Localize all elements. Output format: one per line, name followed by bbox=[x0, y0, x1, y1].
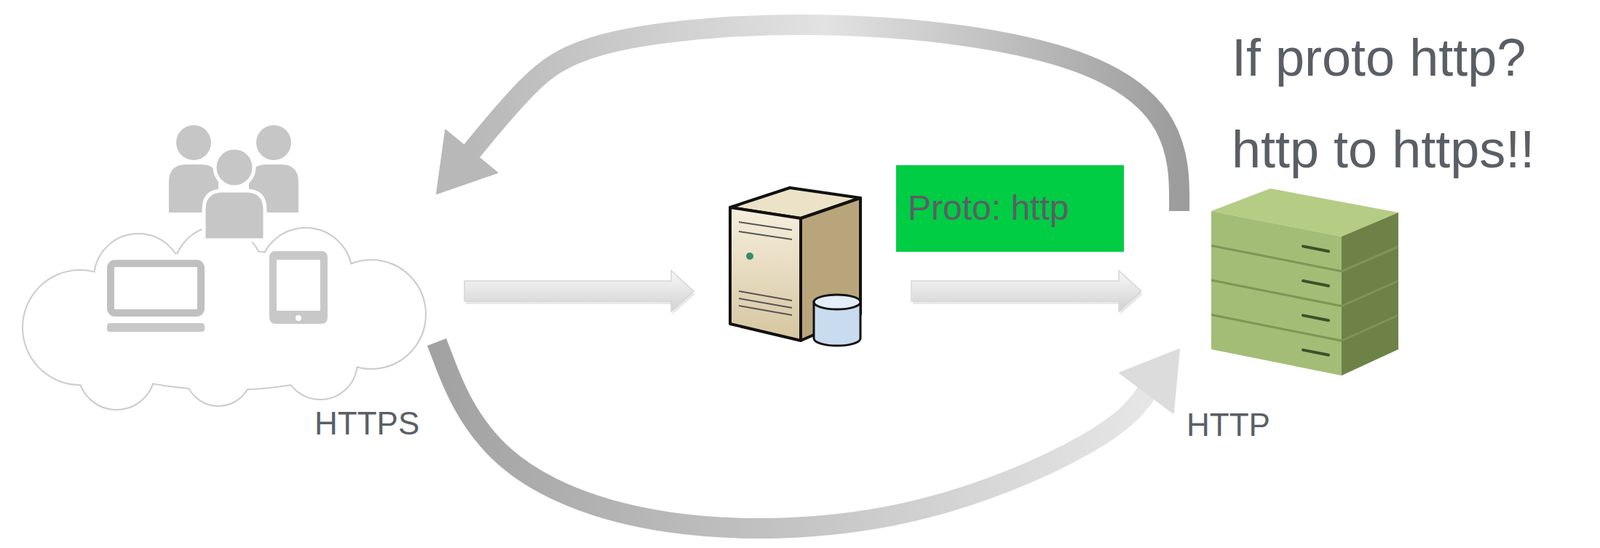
server-node: HTTP bbox=[1179, 185, 1405, 448]
users-icon bbox=[168, 125, 299, 241]
phone-button bbox=[295, 315, 302, 322]
arrow-body bbox=[911, 270, 1142, 312]
note-wrapper: If proto http? bbox=[1231, 29, 1526, 87]
phone-icon bbox=[269, 251, 328, 324]
note-text: http to https!! bbox=[1231, 120, 1535, 179]
note-text: If proto http? bbox=[1231, 29, 1526, 87]
flow-arrow bbox=[911, 270, 1143, 315]
cloud-fill bbox=[23, 227, 426, 410]
note-wrapper: http to https!! bbox=[1231, 120, 1535, 179]
keyboard bbox=[107, 323, 205, 332]
client-cloud: HTTPS bbox=[22, 122, 437, 448]
curved-arrow-band bbox=[436, 342, 1147, 529]
laptop-icon bbox=[107, 263, 205, 332]
arrow-body bbox=[464, 270, 694, 312]
monitor-screen bbox=[110, 263, 201, 314]
node-text: HTTP bbox=[1186, 407, 1271, 443]
phone-screen bbox=[276, 259, 321, 311]
flow-connector bbox=[436, 342, 1180, 529]
backend-stack bbox=[1211, 188, 1399, 376]
server-front bbox=[730, 207, 801, 341]
stack-front bbox=[1211, 211, 1342, 376]
server-led bbox=[746, 252, 754, 260]
stack-slots bbox=[1303, 246, 1329, 355]
person-head bbox=[214, 147, 255, 188]
protocol-box: Proto: http bbox=[896, 165, 1124, 252]
stack-dividers bbox=[1211, 246, 1399, 342]
arrow-head bbox=[1119, 349, 1180, 414]
arrow-head bbox=[436, 130, 498, 194]
cloud-outline bbox=[23, 227, 426, 410]
node-text: Proto: http bbox=[907, 189, 1069, 228]
stack-side bbox=[1341, 212, 1399, 376]
person-head bbox=[256, 125, 292, 161]
person-body bbox=[203, 190, 265, 241]
server-details bbox=[738, 222, 792, 316]
node-text: HTTPS bbox=[314, 406, 420, 442]
database-icon bbox=[813, 294, 861, 346]
person-head bbox=[176, 125, 212, 161]
phone-body bbox=[269, 251, 328, 324]
flow-arrow bbox=[464, 270, 696, 315]
